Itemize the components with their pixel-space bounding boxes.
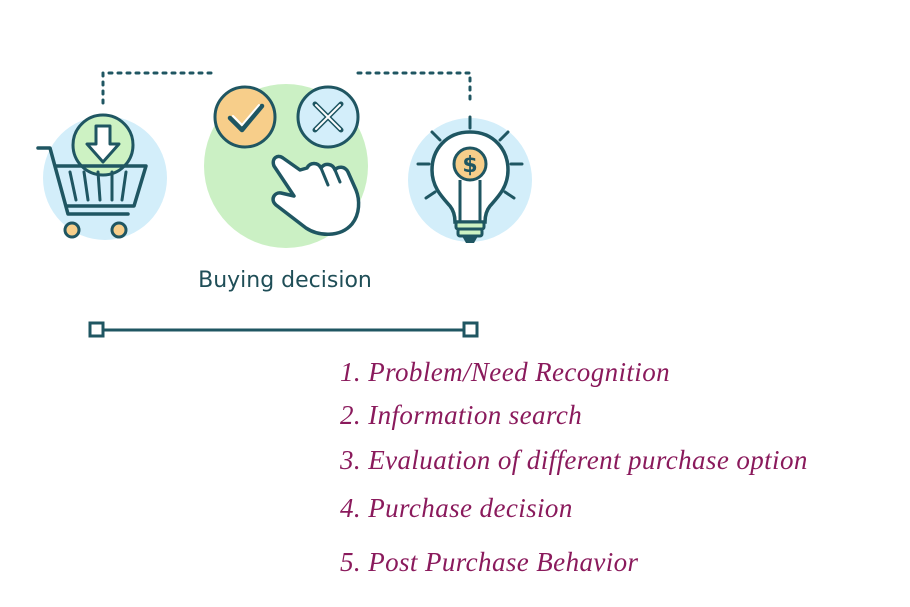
cross-icon bbox=[296, 85, 360, 149]
step-item: 1. Problem/Need Recognition bbox=[340, 357, 670, 388]
buying-decision-illustration: $ bbox=[36, 71, 532, 338]
download-arrow-icon bbox=[85, 124, 121, 164]
dotted-connector-left bbox=[101, 71, 217, 105]
step-number: 4. bbox=[340, 493, 362, 523]
step-number: 1. bbox=[340, 357, 362, 387]
shopping-cart-icon bbox=[36, 113, 167, 240]
dollar-icon: $ bbox=[462, 153, 477, 178]
step-number: 5. bbox=[340, 547, 362, 577]
decision-icon-group bbox=[204, 84, 368, 248]
step-text: Purchase decision bbox=[368, 493, 573, 523]
step-item: 4. Purchase decision bbox=[340, 493, 573, 524]
step-text: Evaluation of different purchase option bbox=[368, 445, 808, 475]
step-number: 2. bbox=[340, 400, 362, 430]
step-item: 3. Evaluation of different purchase opti… bbox=[340, 445, 808, 476]
checkmark-icon bbox=[213, 85, 277, 149]
diagram-caption: Buying decision bbox=[198, 268, 372, 293]
step-text: Information search bbox=[368, 400, 583, 430]
step-text: Post Purchase Behavior bbox=[368, 547, 639, 577]
pointing-hand-icon bbox=[271, 154, 361, 236]
lightbulb-icon: $ bbox=[408, 115, 532, 243]
bottom-connector-bar bbox=[88, 321, 479, 338]
step-item: 5. Post Purchase Behavior bbox=[340, 547, 638, 578]
step-number: 3. bbox=[340, 445, 362, 475]
step-item: 2. Information search bbox=[340, 400, 582, 431]
step-text: Problem/Need Recognition bbox=[368, 357, 670, 387]
dotted-connector-right bbox=[356, 71, 472, 105]
